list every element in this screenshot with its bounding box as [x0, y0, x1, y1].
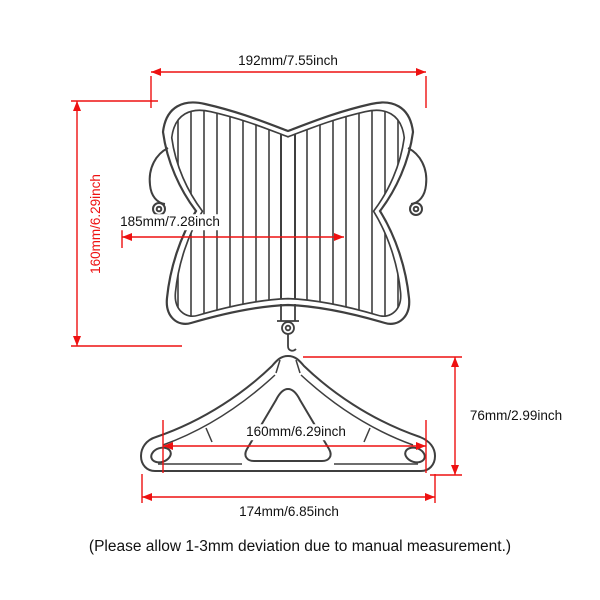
dim-grille-height — [71, 100, 182, 347]
dimension-annotations — [71, 68, 462, 503]
dim-label-bracket-width: 174mm/6.85inch — [237, 504, 341, 520]
dim-bracket-inner-width — [162, 420, 427, 473]
grille-bottom-hook — [277, 304, 299, 352]
dim-bracket-width — [141, 474, 436, 503]
dim-grille-width — [150, 68, 427, 108]
grille-outline — [161, 101, 415, 325]
bracket-outline — [139, 354, 437, 472]
measurement-deviation-note: (Please allow 1-3mm deviation due to man… — [88, 538, 512, 555]
grille-drawing — [148, 101, 428, 352]
grille-right-mount-tab — [407, 147, 428, 216]
dim-label-grille-inner-width: 185mm/7.28inch — [118, 214, 222, 230]
bracket-right-slot — [404, 446, 426, 464]
bracket-inner-lines — [158, 359, 418, 465]
bracket-left-slot — [150, 446, 172, 464]
bracket-drawing — [139, 354, 437, 472]
dim-label-bracket-height: 76mm/2.99inch — [467, 408, 565, 424]
bracket-triangle-cutout — [244, 387, 332, 462]
dim-label-grille-width: 192mm/7.55inch — [236, 53, 340, 69]
dim-grille-inner-width — [121, 228, 344, 248]
dim-bracket-height — [303, 356, 462, 476]
dim-label-bracket-inner-width: 160mm/6.29inch — [244, 424, 348, 440]
dim-label-grille-height: 160mm/6.29inch — [88, 174, 104, 274]
grille-left-mount-tab — [148, 147, 169, 216]
